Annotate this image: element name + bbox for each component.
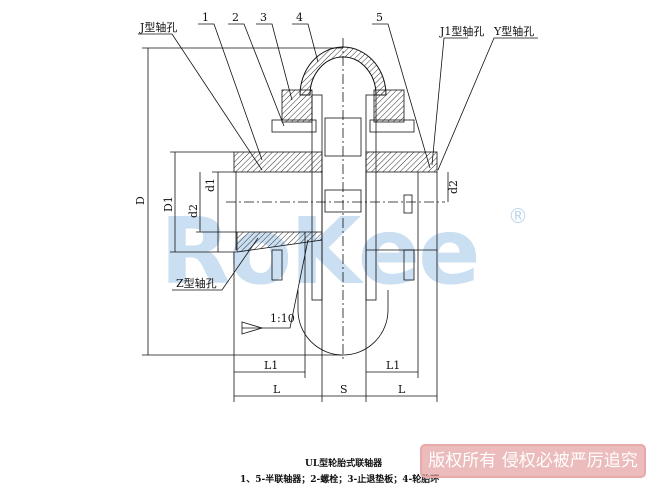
dim-d2-left-label: d2: [187, 204, 200, 218]
figure-legend: 1、5-半联轴器；2-螺栓；3-止退垫板；4-轮胎环: [240, 475, 440, 485]
dim-D-label: D: [134, 196, 147, 205]
hub-left-bore: [235, 172, 323, 250]
flange-right: [365, 94, 377, 301]
dim-L1-left-label: L1: [264, 359, 278, 372]
dim-L1-right-label: L1: [386, 359, 400, 372]
flange-left: [311, 94, 323, 301]
dim-L-left-label: L: [273, 383, 281, 396]
dim-S-label: S: [340, 383, 348, 396]
bolt-lower-left: [271, 249, 283, 281]
copyright-notice: 版权所有 侵权必被严厉追究: [420, 444, 646, 478]
label-z-bore: Z型轴孔: [176, 276, 217, 290]
bolt-nuts-center: [324, 117, 362, 157]
clamp-left: [281, 89, 313, 123]
hub-left-top: [233, 151, 323, 173]
bolt-right: [369, 119, 415, 133]
label-part5: 5: [376, 11, 383, 24]
hub-right-bore: [365, 172, 438, 251]
dim-d2-right-label: d2: [447, 180, 460, 194]
label-y-bore: Y型轴孔: [493, 24, 534, 38]
dim-L-right-label: L: [398, 383, 406, 396]
registered-mark: ®: [508, 204, 528, 228]
bolt-lower-right: [403, 249, 415, 281]
dim-d1-label: d1: [204, 178, 217, 192]
label-part1: 1: [202, 11, 209, 24]
label-part3: 3: [260, 11, 267, 24]
label-j1-bore: J1型轴孔: [439, 24, 484, 38]
leader-j-bore: [138, 33, 263, 171]
clamp-right: [373, 89, 405, 123]
label-j-bore: J型轴孔: [139, 20, 177, 34]
figure-title: UL型轮胎式联轴器: [305, 459, 383, 469]
z-bore-taper: [236, 231, 323, 253]
dim-D1-label: D1: [162, 196, 175, 212]
label-part4: 4: [296, 11, 303, 24]
label-taper: 1:10: [270, 312, 295, 325]
bolt-mid-right: [403, 194, 413, 214]
label-part2: 2: [232, 11, 239, 24]
bolt-nuts-mid: [324, 189, 362, 213]
hub-right-top: [365, 151, 438, 173]
bolt-left: [271, 119, 317, 133]
rokee-watermark-logo: RoKee: [160, 198, 481, 305]
